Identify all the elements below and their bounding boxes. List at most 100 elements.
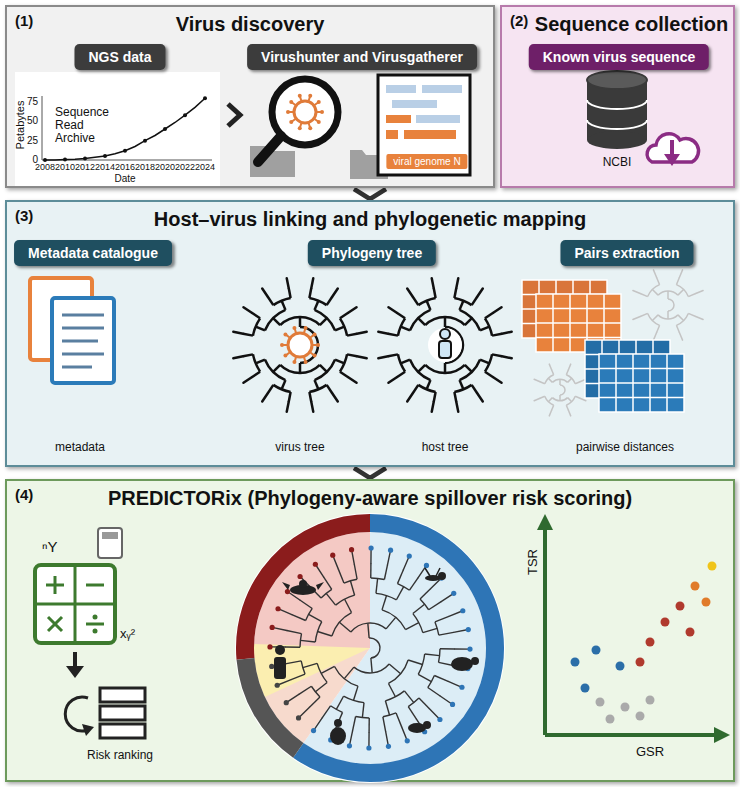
table-rule bbox=[599, 382, 684, 384]
tree-branch bbox=[418, 365, 425, 372]
stage-panel: (1)Virus discoveryNGS dataVirushunter an… bbox=[5, 5, 495, 188]
tree-branch bbox=[371, 658, 372, 673]
animal-icon bbox=[438, 572, 446, 580]
figure-label: 2018 bbox=[135, 162, 155, 172]
tree-branch bbox=[568, 378, 572, 382]
stage-title: PREDICTORix (Phylogeny-aware spillover r… bbox=[7, 487, 733, 510]
animal-icon bbox=[334, 719, 342, 727]
decor-shape bbox=[571, 562, 717, 724]
tree-branch bbox=[243, 377, 251, 383]
tree-branch bbox=[315, 360, 336, 381]
distance-table bbox=[599, 354, 684, 412]
tree-leaf bbox=[267, 644, 272, 649]
score-dot bbox=[676, 602, 685, 611]
tree-branch bbox=[388, 377, 396, 383]
tree-branch bbox=[408, 707, 416, 720]
figure-label: 2022 bbox=[175, 162, 195, 172]
animal-icon bbox=[299, 580, 307, 588]
tree-leaf bbox=[275, 683, 280, 688]
decor-shape bbox=[62, 353, 104, 356]
tree-branch bbox=[551, 405, 553, 410]
tree-branch bbox=[388, 334, 398, 336]
tree-branch bbox=[688, 294, 695, 297]
tree-branch bbox=[696, 290, 703, 293]
decor-shape bbox=[714, 727, 730, 743]
tree-branch bbox=[243, 354, 253, 356]
virus-spike bbox=[313, 332, 317, 336]
figure-label: 2020 bbox=[155, 162, 175, 172]
tree-branch bbox=[273, 365, 280, 372]
box-text: NGS data bbox=[88, 49, 151, 65]
tree-branch bbox=[378, 356, 388, 358]
score-dot bbox=[606, 715, 615, 724]
tree-branch bbox=[256, 327, 265, 331]
decor-shape bbox=[587, 71, 647, 89]
tree-branch bbox=[439, 649, 440, 663]
tree-branch bbox=[575, 396, 580, 398]
decor-shape bbox=[537, 514, 553, 530]
tree-branch bbox=[460, 310, 481, 331]
tree-branch bbox=[253, 354, 260, 371]
virus-spike bbox=[308, 126, 312, 130]
virus-spike bbox=[317, 120, 321, 124]
tree-branch bbox=[354, 664, 389, 673]
tree-branch bbox=[428, 675, 435, 687]
decor-shape bbox=[386, 115, 411, 123]
tree-branch bbox=[633, 316, 640, 319]
tree-leaf bbox=[460, 608, 465, 613]
decor-shape bbox=[62, 315, 104, 367]
tree-branch bbox=[428, 688, 440, 696]
tree-branch bbox=[300, 600, 312, 608]
decor-shape bbox=[100, 688, 145, 702]
tree-branch bbox=[262, 393, 268, 401]
figure-label: pairwise distances bbox=[576, 440, 674, 454]
figure-label: 2010 bbox=[55, 162, 75, 172]
tree-branch bbox=[340, 313, 348, 319]
tree-branch bbox=[385, 691, 404, 701]
figure-label: 2016 bbox=[115, 162, 135, 172]
score-dot bbox=[636, 712, 645, 721]
tree-branch bbox=[350, 581, 354, 595]
tree-branch bbox=[285, 646, 300, 648]
figure-label: 2012 bbox=[75, 162, 95, 172]
tree-branch bbox=[678, 289, 684, 295]
tree-branch bbox=[268, 297, 274, 305]
tree-branch bbox=[335, 327, 344, 331]
tree-branch bbox=[407, 288, 413, 296]
tree-branch bbox=[657, 325, 660, 332]
decor-shape bbox=[43, 96, 207, 162]
tree-branch bbox=[454, 392, 456, 402]
decor-shape bbox=[664, 154, 680, 166]
score-dot bbox=[636, 658, 645, 667]
figure-label: GSR bbox=[636, 744, 664, 759]
tree-branch bbox=[382, 610, 405, 630]
virus-spike bbox=[289, 100, 293, 104]
host-ring bbox=[245, 659, 298, 750]
tree-branch bbox=[287, 402, 289, 412]
tree-branch bbox=[419, 698, 429, 709]
tree-branch bbox=[311, 278, 313, 288]
decor-shape bbox=[522, 270, 703, 416]
tree-branch bbox=[243, 334, 253, 336]
tree-branch bbox=[667, 291, 669, 299]
tree-branch bbox=[435, 616, 449, 622]
tree-leaf bbox=[368, 545, 373, 550]
stage-number: (2) bbox=[510, 12, 528, 29]
decor-shape bbox=[62, 314, 104, 317]
genome-tag: viral genome N bbox=[386, 154, 467, 169]
tree-leaf bbox=[285, 589, 290, 594]
stage-number: (4) bbox=[15, 486, 33, 503]
tree-branch bbox=[396, 713, 402, 727]
tree-branch bbox=[332, 393, 338, 401]
tree-branch bbox=[397, 584, 409, 591]
figure-label: 2008 bbox=[35, 162, 55, 172]
tree-branch bbox=[432, 402, 434, 412]
decor-shape bbox=[48, 617, 62, 631]
tree-branch bbox=[460, 360, 481, 381]
figure-label: NCBI bbox=[603, 155, 632, 169]
tree-branch bbox=[652, 315, 658, 321]
tree-branch bbox=[385, 701, 389, 715]
figure-label: 75 bbox=[27, 96, 38, 107]
tree-branch bbox=[460, 301, 464, 310]
tree-branch bbox=[388, 660, 408, 683]
